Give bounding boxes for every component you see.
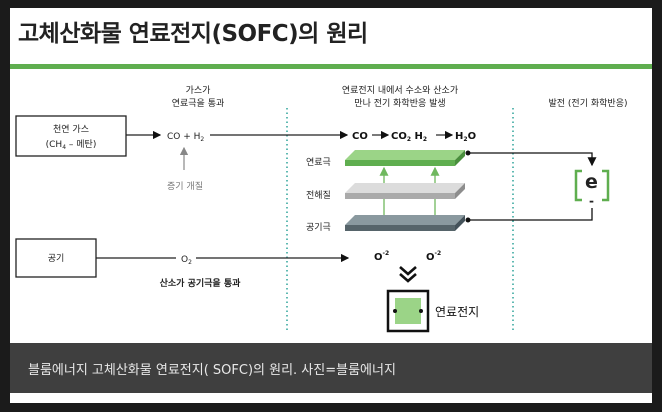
electrolyte-top xyxy=(345,183,465,193)
natural-gas-formula: (CH4 – 메탄) xyxy=(46,139,97,151)
electrolyte-label: 전해질 xyxy=(306,189,331,201)
col2-header-line1: 연료전지 내에서 수소와 산소가 xyxy=(342,84,458,96)
col1-header-line1: 가스가 xyxy=(186,85,211,96)
reaction-water: H2O xyxy=(455,131,476,143)
electrolyte-layer xyxy=(345,193,455,199)
down-chevron-icon-2 xyxy=(399,273,417,283)
anode-label: 연료극 xyxy=(306,157,331,168)
electron-bracket-left xyxy=(574,169,582,202)
natural-gas-label: 천연 가스 xyxy=(53,124,89,135)
anode-layer xyxy=(345,160,455,166)
steam-reforming-label: 증기 개질 xyxy=(167,180,203,192)
diagram-title: 고체산화물 연료전지(SOFC)의 원리 xyxy=(18,21,368,47)
cathode-wire xyxy=(468,208,593,221)
electron-charge: - xyxy=(589,194,594,208)
fuel-cell-label: 연료전지 xyxy=(435,305,479,319)
title-underline xyxy=(10,64,652,69)
photo-caption: 블룸에너지 고체산화물 연료전지( SOFC)의 원리. 사진=블룸에너지 xyxy=(28,363,396,378)
oxide-ion-right: O-2 xyxy=(426,250,441,263)
anode-top xyxy=(345,150,465,160)
anode-wire xyxy=(468,152,597,167)
caption-bar: 블룸에너지 고체산화물 연료전지( SOFC)의 원리. 사진=블룸에너지 xyxy=(10,343,652,393)
electron-bracket-right xyxy=(602,169,610,202)
cathode-top xyxy=(345,215,465,225)
reaction-products: CO2 H2 xyxy=(391,131,427,143)
cathode-label: 공기극 xyxy=(306,222,331,233)
air-label: 공기 xyxy=(48,253,65,264)
sofc-diagram: 가스가 연료극을 통과 연료전지 내에서 수소와 산소가 만나 전기 화학반응 … xyxy=(15,84,628,333)
diagram-panel: 고체산화물 연료전지(SOFC)의 원리 가스가 연료극을 통과 연료전지 내에 xyxy=(10,8,652,403)
col2-header-line2: 만나 전기 화학반응 발생 xyxy=(354,98,445,109)
col3-header: 발전 (전기 화학반응) xyxy=(549,98,628,109)
col1-header-line2: 연료극을 통과 xyxy=(172,98,225,109)
o2-label: O2 xyxy=(181,255,192,266)
oxide-ion-left: O-2 xyxy=(374,250,389,263)
electron-symbol: e xyxy=(585,171,598,193)
oxygen-passes-label: 산소가 공기극을 통과 xyxy=(160,277,242,289)
down-chevron-icon xyxy=(399,266,417,276)
reaction-equation: CO xyxy=(352,131,368,142)
co-h2-label: CO + H2 xyxy=(167,132,204,143)
natural-gas-box xyxy=(15,115,127,157)
cathode-layer xyxy=(345,225,455,231)
